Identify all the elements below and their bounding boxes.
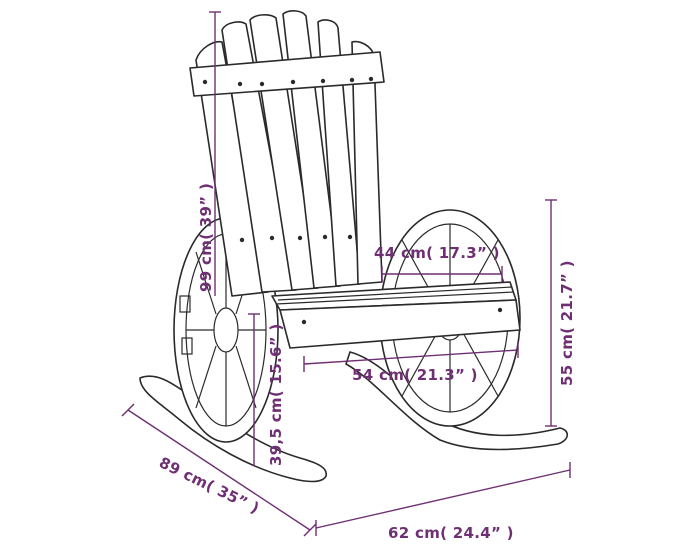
seat-width-label: 54 cm( 21.3” ) — [352, 366, 478, 384]
armrest-height-label: 39,5 cm( 15.6” ) — [267, 323, 285, 466]
seat — [271, 281, 521, 349]
seat-depth-label: 44 cm( 17.3” ) — [374, 244, 500, 262]
height-total-label: 99 cm( 39” ) — [197, 183, 215, 292]
dimension-lines — [121, 11, 571, 537]
seat-height-label: 55 cm( 21.7” ) — [558, 260, 576, 386]
rocking-chair-illustration — [139, 10, 569, 483]
width-label: 62 cm( 24.4” ) — [388, 524, 514, 542]
backrest — [189, 10, 385, 297]
